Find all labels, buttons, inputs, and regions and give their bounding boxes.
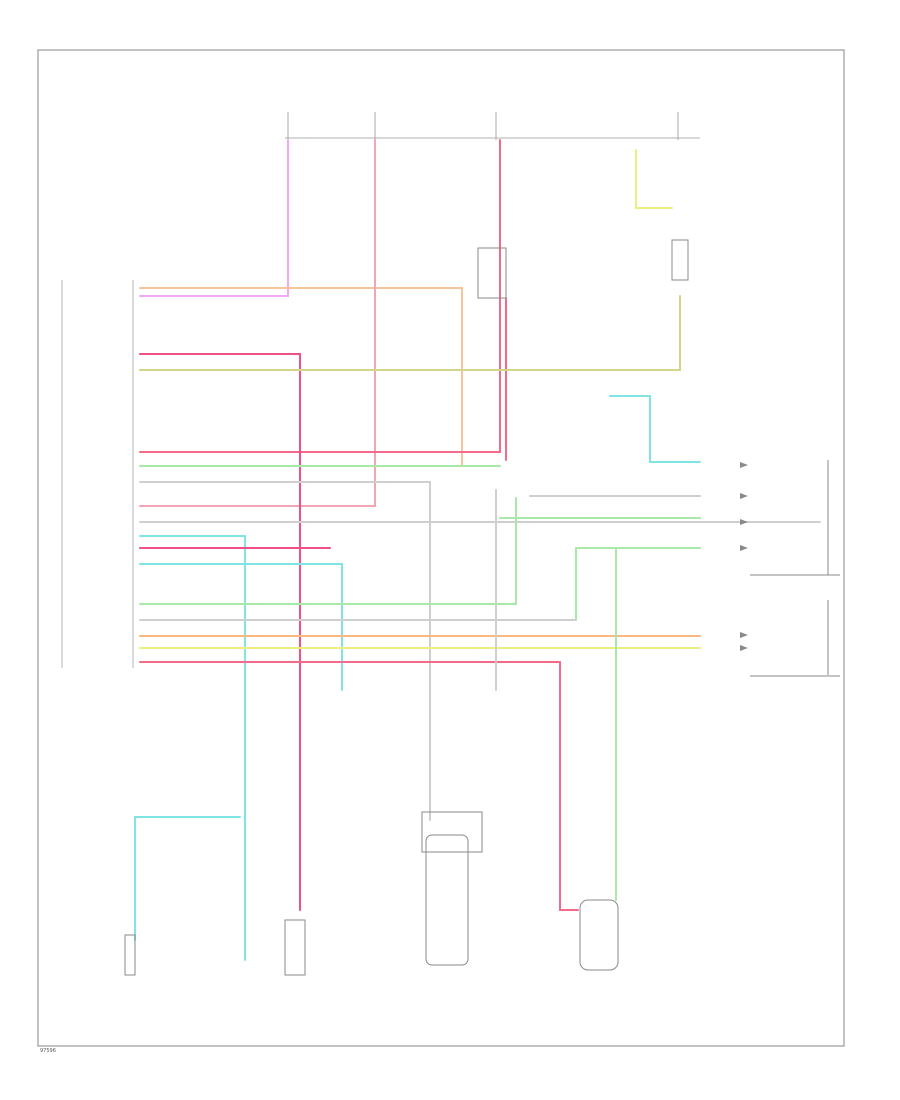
wire-tan-yel <box>139 295 681 371</box>
right-dr-box <box>671 239 689 281</box>
wire-red-right <box>559 661 579 911</box>
wire-red-wht-left <box>139 139 376 507</box>
control-module-box <box>61 280 134 668</box>
wire-orange-top <box>139 287 463 467</box>
passenger-seat-module <box>579 899 619 971</box>
wire-lt-grn-1 <box>139 497 517 605</box>
fuse-block <box>287 112 679 140</box>
diagram-id: 97596 <box>40 1048 56 1054</box>
wire-gray-1 <box>139 481 431 821</box>
wire-dk-blu <box>139 353 301 911</box>
motor-block <box>421 811 483 853</box>
diagram-border <box>37 49 845 1047</box>
wire-lt-blu-2 <box>139 563 343 691</box>
driver-seat-module <box>425 834 469 966</box>
wire-lt-blu <box>139 535 246 961</box>
left-lower-box <box>124 934 136 976</box>
wire-paths <box>134 139 821 961</box>
buckle-switch <box>477 247 507 299</box>
wire-yellow-fuse <box>635 149 673 209</box>
component-shapes <box>124 239 840 976</box>
center-switch <box>284 919 306 976</box>
connector-arrows <box>740 462 748 651</box>
wire-red-main <box>139 139 501 453</box>
wire-lt-blu-top <box>609 395 701 463</box>
wire-pink-blk <box>139 139 289 297</box>
